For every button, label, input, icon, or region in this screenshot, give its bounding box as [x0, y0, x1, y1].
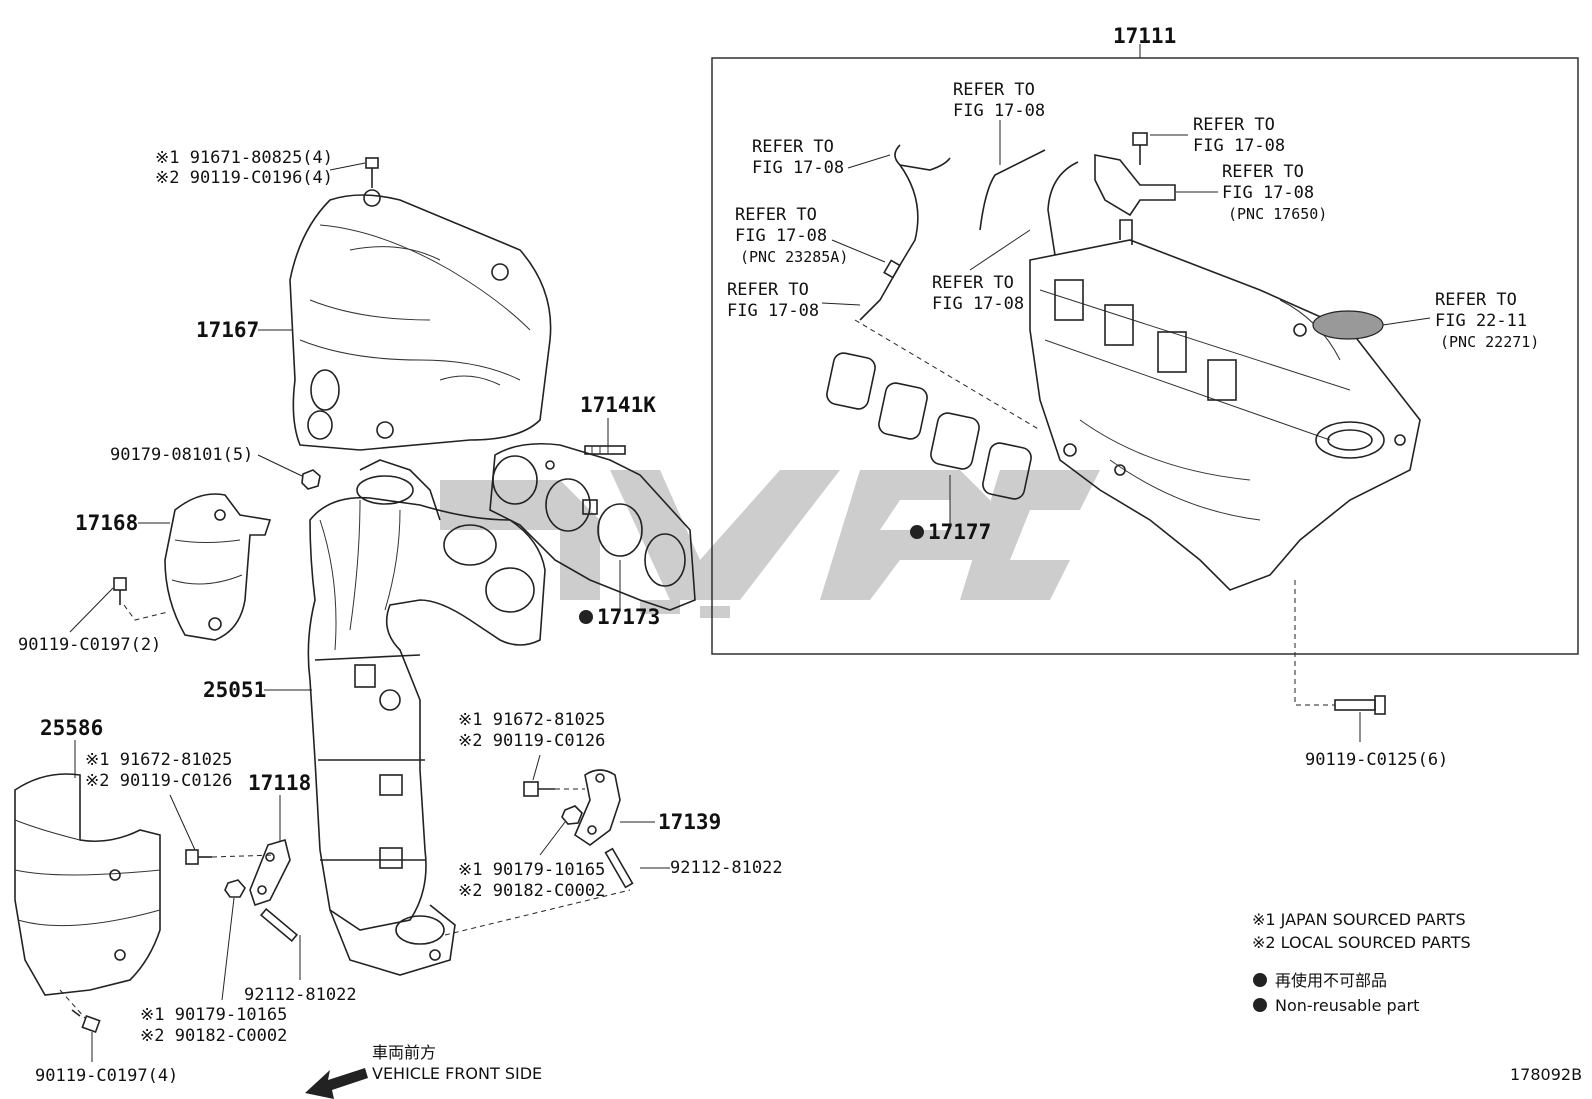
part-17173: 17173 [597, 605, 660, 629]
part-92112-left: 92112-81022 [244, 985, 357, 1005]
hose-icon [859, 144, 951, 321]
part-90179-08101: 90179-08101(5) [110, 445, 253, 465]
bolt-icon [185, 849, 212, 865]
heat-insulator-25586 [14, 773, 161, 996]
bolt-icon [71, 1009, 101, 1034]
non-reusable-dot [579, 610, 593, 624]
legend-dot-en [1253, 998, 1267, 1012]
part-90119-c0197-2: 90119-C0197(2) [18, 635, 161, 655]
bracket-17118 [249, 838, 291, 907]
exhaust-manifold-25051 [307, 459, 546, 976]
refer-3a: REFER TO [735, 205, 817, 225]
part-90119-c0125-6: 90119-C0125(6) [1305, 750, 1448, 770]
refer-1a: REFER TO [752, 137, 834, 157]
gasket-17173 [489, 442, 696, 611]
part-25051: 25051 [203, 678, 266, 702]
mesh-filter-icon [1312, 310, 1384, 340]
refer-4a: REFER TO [727, 280, 809, 300]
legend-local: ※2 LOCAL SOURCED PARTS [1252, 933, 1471, 952]
stud-icon [604, 847, 634, 889]
stud-icon [584, 445, 626, 455]
mid-1: ※1 91672-81025 [458, 710, 605, 730]
part-17141k: 17141K [580, 393, 656, 417]
part-17118: 17118 [248, 771, 311, 795]
bracket-17139 [574, 769, 621, 846]
refer-8b: FIG 22-11 [1435, 311, 1527, 331]
legend-dot-jp [1253, 973, 1267, 987]
mid-2: ※2 90119-C0126 [458, 731, 605, 751]
refer-8a: REFER TO [1435, 290, 1517, 310]
refer-7b: FIG 17-08 [1222, 183, 1314, 203]
front-en: VEHICLE FRONT SIDE [372, 1064, 542, 1083]
hose-icon [1047, 161, 1079, 256]
part-17167: 17167 [196, 318, 259, 342]
vsv-valve-icon [1094, 132, 1176, 217]
bolt-icon [523, 781, 555, 797]
stud-icon [259, 907, 299, 943]
gasket-17177 [826, 352, 1032, 500]
heat-insulator-17167 [289, 189, 552, 451]
intake-manifold-box [711, 57, 1579, 655]
bolt-top-2: ※2 90119-C0196(4) [155, 168, 333, 188]
left-1: ※1 91672-81025 [85, 750, 232, 770]
nut-1: ※1 90179-10165 [458, 860, 605, 880]
bolt-icon [365, 157, 379, 188]
legend-nonreuse-en: Non-reusable part [1275, 996, 1419, 1015]
bolt-icon [1334, 695, 1386, 715]
part-25586: 25586 [40, 716, 103, 740]
front-jp: 車両前方 [372, 1043, 436, 1062]
refer-5b: FIG 17-08 [932, 294, 1024, 314]
nut-2: ※2 90182-C0002 [458, 881, 605, 901]
refer-7c: (PNC 17650) [1228, 205, 1327, 223]
nut-icon [224, 879, 246, 898]
part-17111: 17111 [1113, 24, 1176, 48]
refer-6b: FIG 17-08 [1193, 136, 1285, 156]
figure-number: 178092B [1510, 1065, 1582, 1084]
bolt-top-1: ※1 91671-80825(4) [155, 148, 333, 168]
part-17177: 17177 [928, 520, 991, 544]
refer-1b: FIG 17-08 [752, 158, 844, 178]
bot-2: ※2 90182-C0002 [140, 1026, 287, 1046]
refer-2a: REFER TO [953, 80, 1035, 100]
part-17139: 17139 [658, 810, 721, 834]
part-90119-c0197-4: 90119-C0197(4) [35, 1066, 178, 1086]
part-17168: 17168 [75, 511, 138, 535]
hose-icon [979, 149, 1046, 231]
bolt-icon [113, 577, 127, 605]
legend-nonreuse-jp: 再使用不可部品 [1275, 971, 1387, 990]
nut-icon [561, 805, 583, 825]
refer-2b: FIG 17-08 [953, 101, 1045, 121]
nut-icon [301, 469, 321, 490]
refer-7a: REFER TO [1222, 162, 1304, 182]
intake-manifold-17111 [1029, 219, 1421, 591]
refer-6a: REFER TO [1193, 115, 1275, 135]
bot-1: ※1 90179-10165 [140, 1005, 287, 1025]
non-reusable-dot [910, 525, 924, 539]
refer-3b: FIG 17-08 [735, 226, 827, 246]
heat-insulator-17168 [164, 493, 272, 641]
legend-japan: ※1 JAPAN SOURCED PARTS [1252, 910, 1466, 929]
refer-3c: (PNC 23285A) [740, 248, 848, 266]
part-92112-right: 92112-81022 [670, 858, 783, 878]
refer-8c: (PNC 22271) [1440, 333, 1539, 351]
left-2: ※2 90119-C0126 [85, 771, 232, 791]
refer-5a: REFER TO [932, 273, 1014, 293]
refer-4b: FIG 17-08 [727, 301, 819, 321]
front-arrow-icon [305, 1068, 368, 1099]
